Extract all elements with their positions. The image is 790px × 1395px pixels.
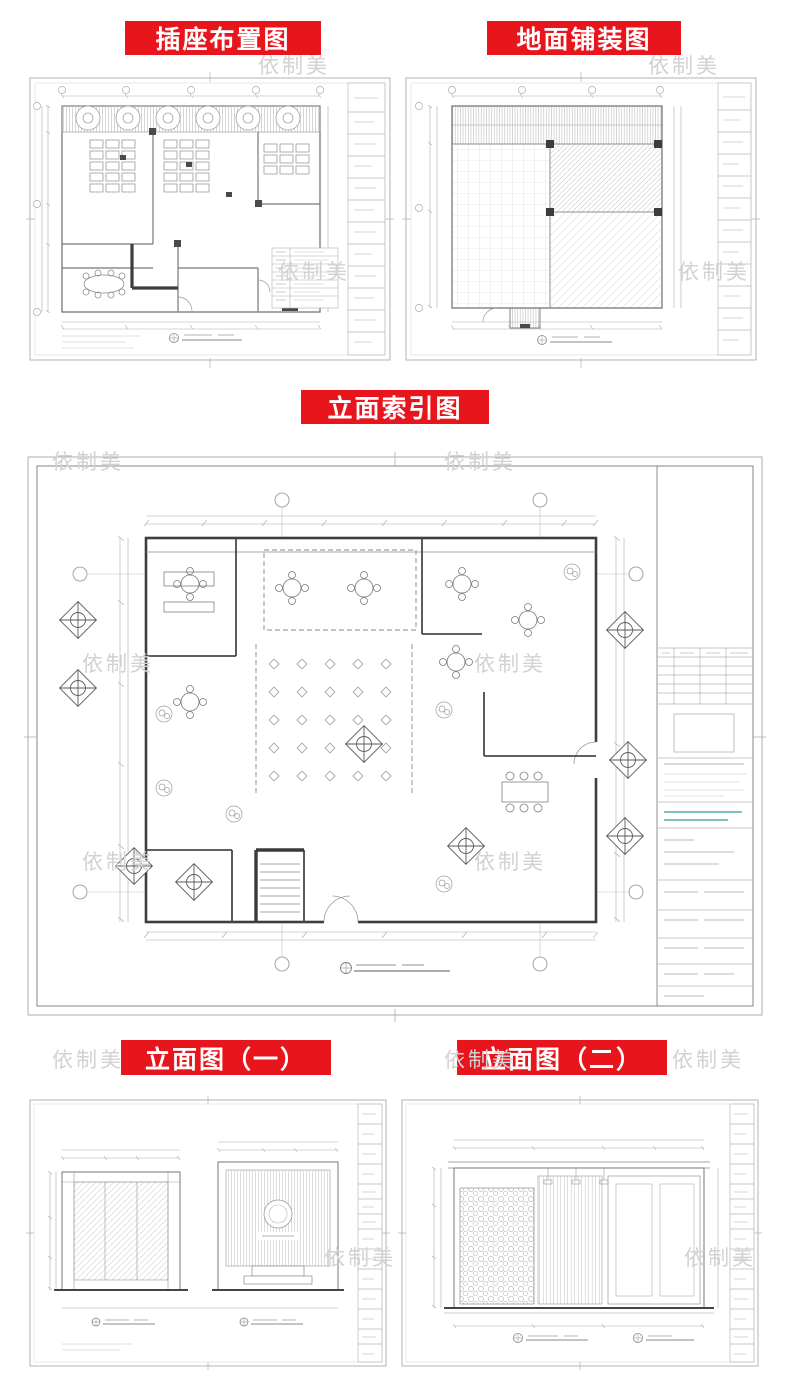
banner-floor-paving: 地面铺装图 (487, 21, 681, 55)
plants (155, 563, 581, 893)
drawing-elevation-two (398, 1096, 762, 1370)
banner-elevation-two: 立面图（二） (457, 1040, 667, 1075)
drawing-title-mark (340, 962, 450, 974)
dimension-lines (47, 1141, 339, 1309)
general-notes (62, 1343, 132, 1351)
columns (546, 140, 662, 216)
drawing-title-mark (537, 335, 612, 345)
title-block-company (664, 811, 742, 821)
sheet-border (26, 1096, 390, 1370)
elevation-view-right (212, 1161, 344, 1291)
paving-plan (451, 105, 663, 329)
dimension-lines (117, 515, 625, 941)
elevation-view (444, 1161, 714, 1314)
title-block (347, 82, 386, 356)
floor-plan (144, 536, 602, 928)
stair (260, 863, 300, 913)
drawing-socket-layout-plan (26, 72, 394, 368)
view-label-center (513, 1333, 588, 1343)
cable-tray (130, 244, 178, 290)
banner-elevation-index: 立面索引图 (301, 390, 489, 424)
axis-bubbles (415, 86, 664, 312)
banner-elevation-one: 立面图（一） (121, 1040, 331, 1075)
elevation-view-left (54, 1171, 188, 1291)
banner-socket-layout: 插座布置图 (125, 21, 321, 55)
floor-plan (61, 105, 321, 313)
drawing-floor-paving-plan (402, 72, 760, 368)
partitions (146, 538, 596, 922)
meeting-table (82, 269, 126, 299)
elevation-two-sheet (398, 1096, 762, 1370)
title-block (656, 466, 753, 1006)
general-notes (62, 335, 140, 349)
elevation-index-sheet (24, 452, 766, 1022)
drawing-title-mark (169, 333, 242, 343)
title-block (717, 82, 752, 356)
title-block (357, 1103, 383, 1363)
legend-table (271, 247, 339, 309)
watermark: 依制美 (52, 1049, 124, 1072)
dimension-lines (431, 1139, 719, 1329)
counter (163, 571, 215, 613)
view-label-right (239, 1317, 303, 1327)
elevation-index-markers (59, 601, 647, 901)
drawing-elevation-one (26, 1096, 390, 1370)
meeting-table-long (501, 771, 549, 813)
desks (89, 139, 310, 193)
doors (177, 279, 271, 312)
axis-bubbles (33, 86, 324, 316)
axis-bubbles (72, 492, 644, 972)
sheet-border (24, 452, 766, 1022)
title-block (729, 1103, 755, 1363)
dimension-lines (41, 93, 329, 330)
socket-layout-sheet (26, 72, 394, 368)
view-label-right (633, 1333, 694, 1343)
trees (75, 105, 301, 131)
drawing-elevation-index-plan (24, 452, 766, 1022)
view-label-left (91, 1317, 155, 1327)
watermark: 依制美 (672, 1049, 744, 1072)
entry-mat (509, 307, 541, 329)
floor-paving-sheet (402, 72, 760, 368)
dining-seats (268, 658, 392, 782)
elevation-one-sheet (26, 1096, 390, 1370)
walls (62, 132, 320, 312)
